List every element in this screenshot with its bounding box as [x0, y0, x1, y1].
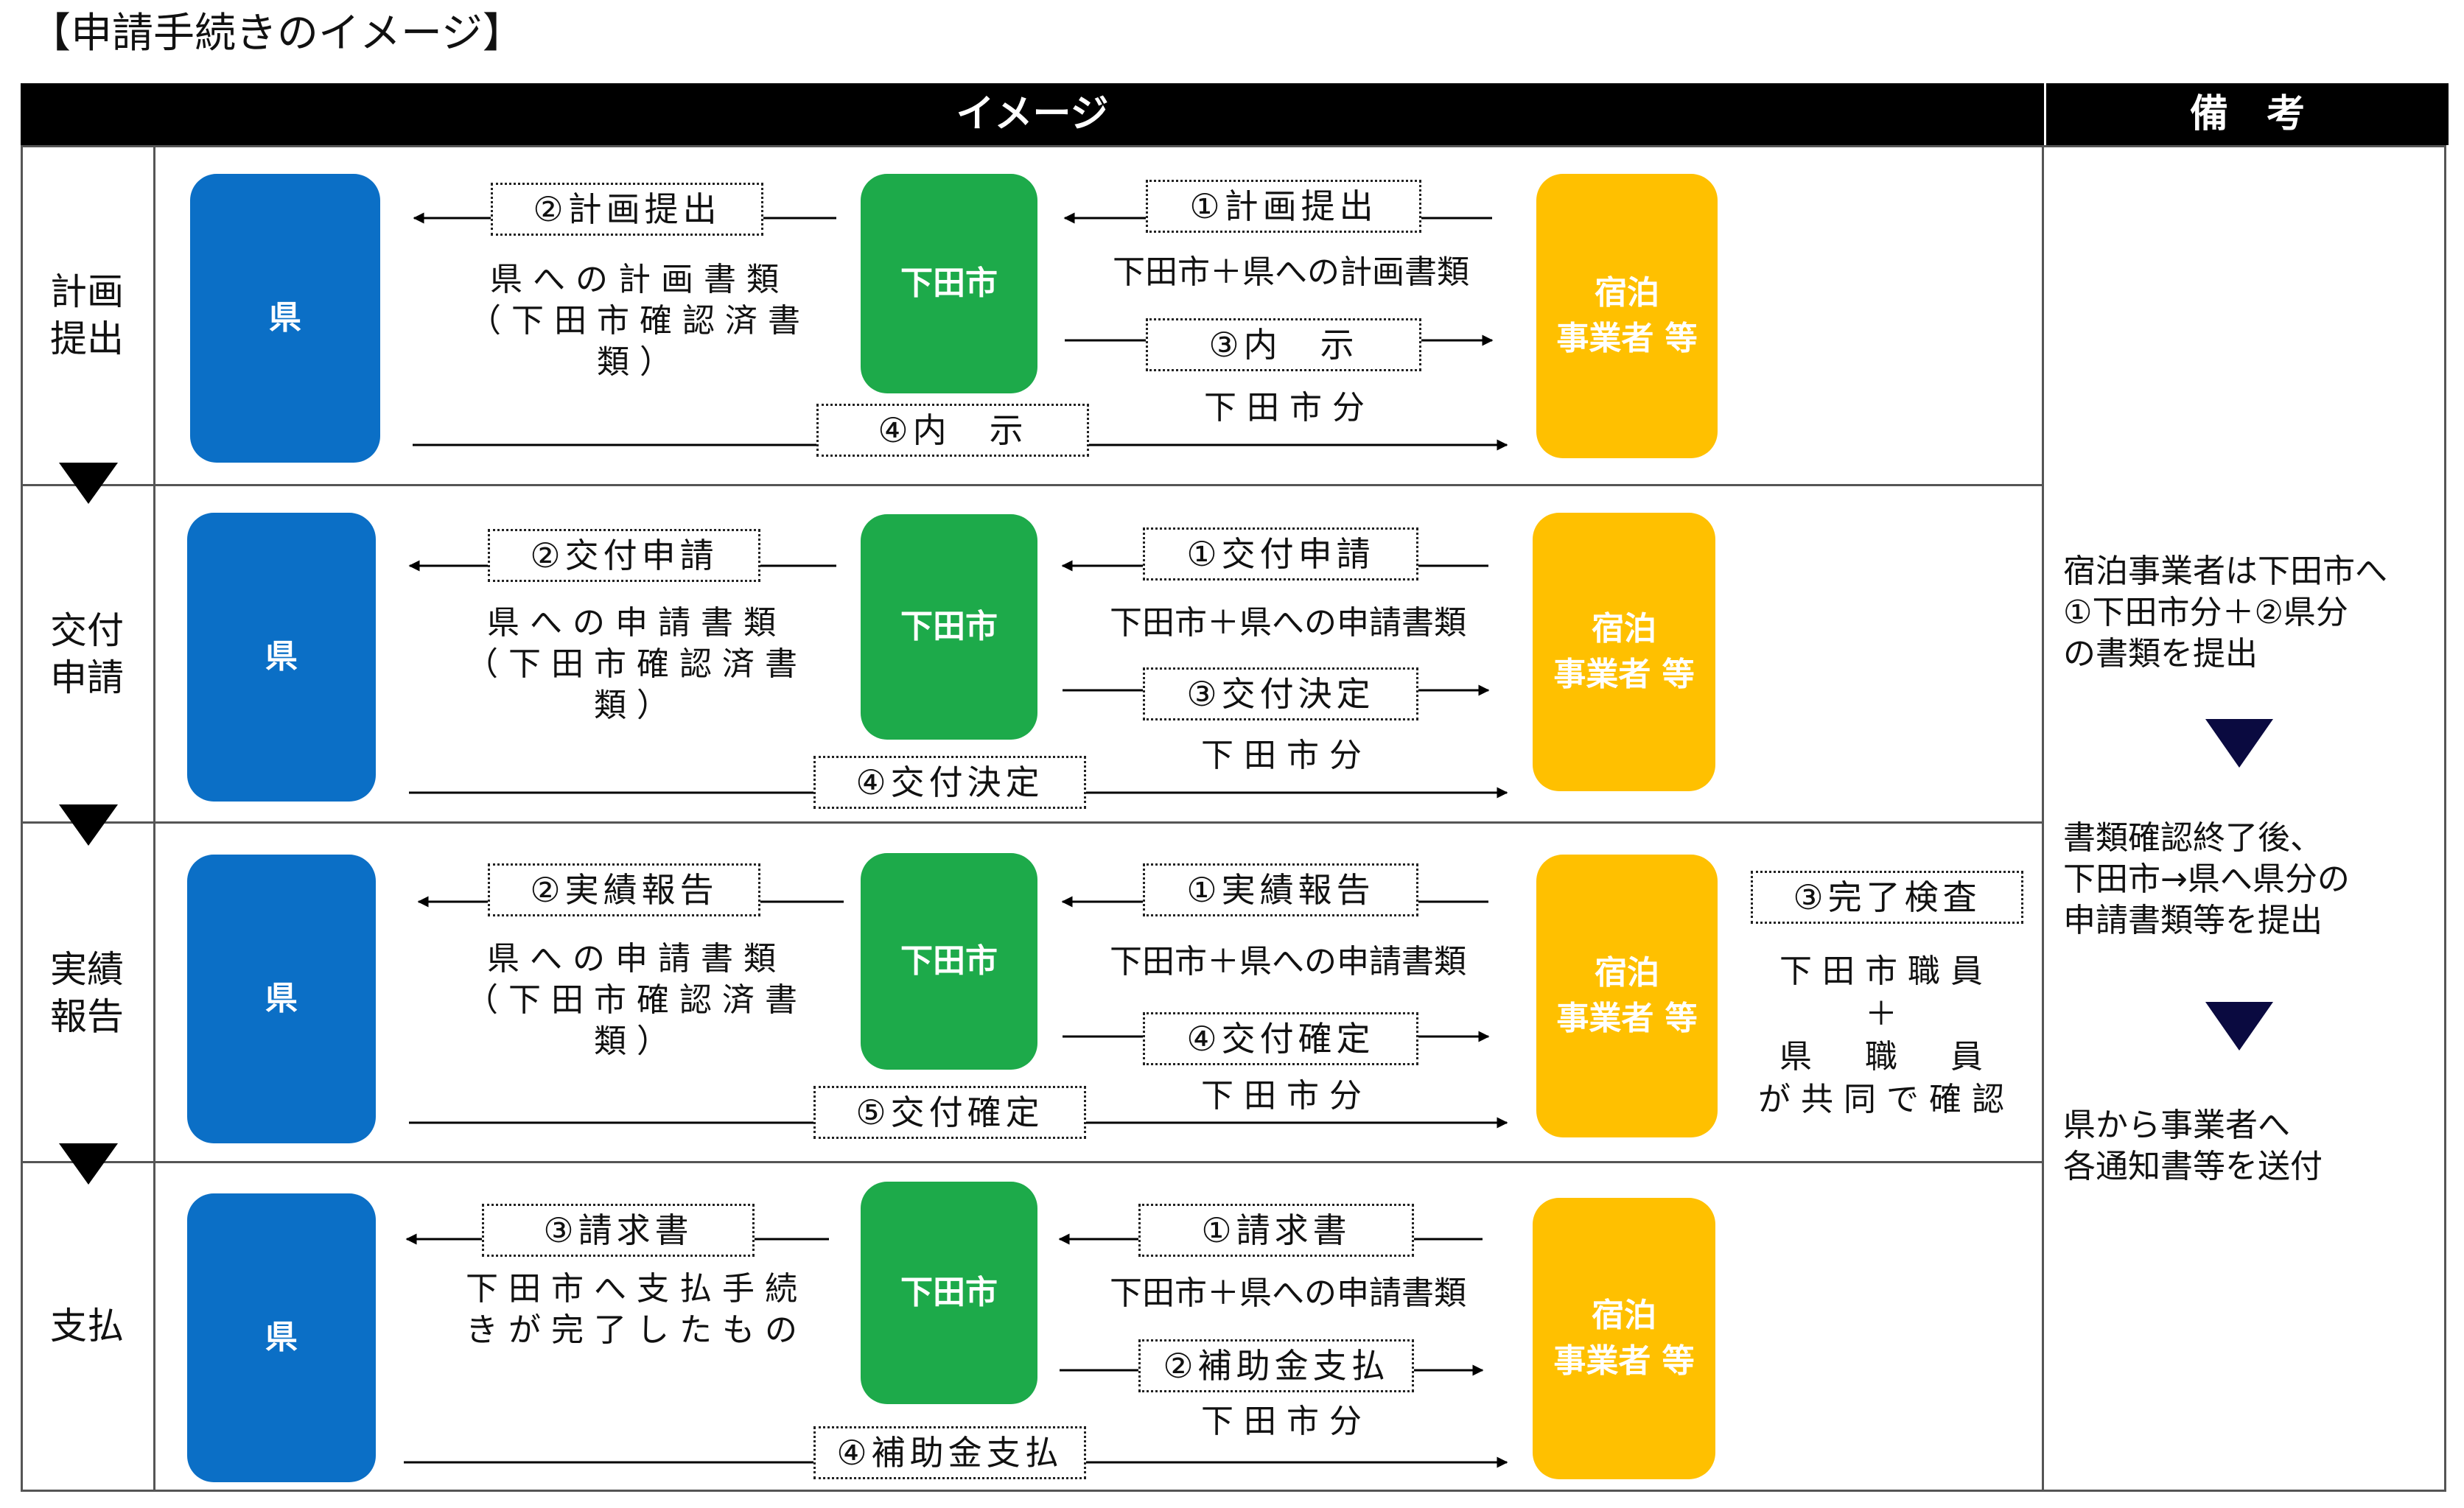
caption-inspection: 下田市職員 ＋ 県 職 員 が共同で確認 — [1758, 953, 2015, 1118]
label-city-to-pref: ②実績報告 — [488, 863, 760, 916]
note-down-arrow-icon — [2205, 1002, 2273, 1051]
city-box: 下田市 — [861, 514, 1037, 740]
stage-down-arrow-icon — [59, 1143, 118, 1185]
note-forward: 書類確認終了後、 下田市→県へ県分の 申請書類等を提出 — [2063, 819, 2350, 939]
grid-line — [21, 821, 2044, 824]
header-image: イメージ — [21, 83, 2044, 145]
label-pref-to-biz: ④交付決定 — [813, 756, 1086, 809]
note-down-arrow-icon — [2205, 719, 2273, 768]
stage-label-plan: 計画 提出 — [50, 270, 124, 360]
pref-box: 県 — [187, 855, 376, 1143]
caption-biz-docs: 下田市＋県への申請書類 — [1110, 1274, 1466, 1312]
caption-pref-docs: 県への申請書類 （下田市確認済書類） — [466, 940, 808, 1060]
grid-line — [21, 145, 23, 1492]
caption-biz-docs: 下田市＋県への申請書類 — [1110, 604, 1466, 642]
label-biz-to-city: ①実績報告 — [1143, 863, 1418, 916]
page-title: 【申請手続きのイメージ】 — [29, 10, 524, 57]
biz-box: 宿泊 事業者 等 — [1533, 513, 1715, 791]
caption-city-share: 下田市分 — [1201, 1403, 1372, 1440]
caption-city-share: 下田市分 — [1201, 1077, 1372, 1115]
grid-line — [153, 145, 155, 1492]
stage-label-application: 交付 申請 — [50, 609, 124, 699]
pref-box: 県 — [190, 174, 380, 463]
biz-box: 宿泊 事業者 等 — [1536, 855, 1718, 1137]
pref-box: 県 — [187, 1193, 376, 1482]
label-city-to-pref: ②計画提出 — [491, 183, 763, 236]
pref-box: 県 — [187, 513, 376, 802]
label-pref-to-biz: ④内 示 — [816, 404, 1089, 457]
grid-line — [2042, 145, 2044, 1492]
caption-biz-docs: 下田市＋県への計画書類 — [1113, 253, 1469, 291]
caption-pref-docs: 県への申請書類 （下田市確認済書類） — [466, 604, 808, 724]
caption-city-share: 下田市分 — [1204, 389, 1375, 427]
grid-line — [21, 1161, 2044, 1163]
grid-line — [21, 145, 2446, 147]
city-box: 下田市 — [861, 853, 1037, 1070]
label-city-to-biz: ④交付確定 — [1143, 1012, 1418, 1065]
label-city-to-pref: ③請求書 — [482, 1204, 755, 1257]
label-biz-to-city: ①交付申請 — [1143, 527, 1418, 581]
city-box: 下田市 — [861, 1182, 1037, 1404]
label-city-to-biz: ②補助金支払 — [1138, 1339, 1414, 1392]
note-submit: 宿泊事業者は下田市へ ①下田市分＋②県分 の書類を提出 — [2063, 553, 2387, 673]
label-city-to-pref: ②交付申請 — [488, 529, 760, 582]
city-box: 下田市 — [861, 174, 1037, 393]
stage-label-report: 実績 報告 — [50, 948, 124, 1038]
caption-biz-docs: 下田市＋県への申請書類 — [1110, 943, 1466, 981]
stage-down-arrow-icon — [59, 804, 118, 846]
caption-pref-docs: 下田市へ支払手続 きが完了したもの — [466, 1270, 808, 1349]
caption-pref-docs: 県への計画書類 （下田市確認済書類） — [469, 261, 811, 381]
grid-line — [2444, 145, 2446, 1492]
grid-line — [21, 484, 2044, 486]
caption-city-share: 下田市分 — [1201, 737, 1372, 774]
biz-box: 宿泊 事業者 等 — [1536, 174, 1718, 458]
header-notes: 備 考 — [2044, 83, 2449, 145]
label-city-to-biz: ③内 示 — [1146, 318, 1421, 371]
label-city-to-biz: ③交付決定 — [1143, 667, 1418, 720]
note-notify: 県から事業者へ 各通知書等を送付 — [2063, 1107, 2323, 1185]
label-pref-to-biz: ④補助金支払 — [813, 1426, 1086, 1479]
label-biz-to-city: ①計画提出 — [1146, 180, 1421, 233]
label-biz-to-city: ①請求書 — [1138, 1204, 1414, 1257]
stage-down-arrow-icon — [59, 463, 118, 504]
grid-line — [21, 1490, 2446, 1492]
stage-label-payment: 支払 — [50, 1305, 124, 1347]
label-pref-to-biz: ⑤交付確定 — [813, 1086, 1086, 1139]
label-inspection: ③完了検査 — [1751, 871, 2023, 924]
biz-box: 宿泊 事業者 等 — [1533, 1198, 1715, 1479]
